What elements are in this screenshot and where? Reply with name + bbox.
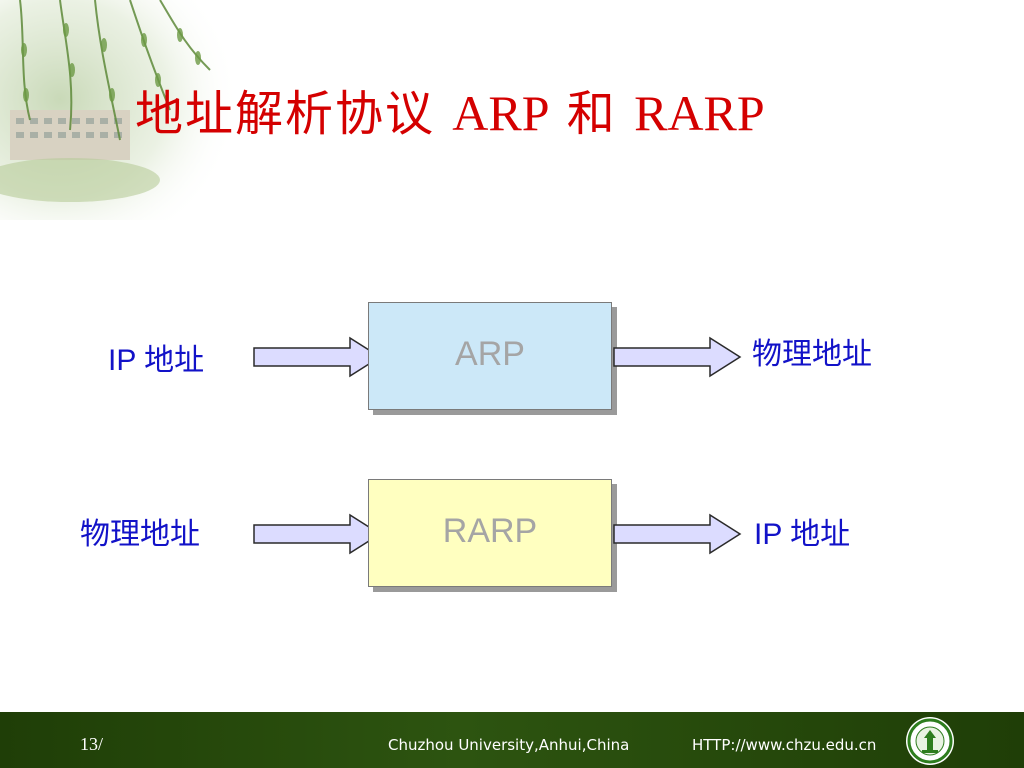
university-seal-icon — [906, 717, 954, 765]
rarp-process-box: RARP — [368, 479, 612, 587]
title-arp: ARP — [452, 85, 550, 141]
row1-output-arrow-icon — [613, 336, 742, 378]
row1-input-arrow-icon — [253, 336, 382, 378]
row2-output-label: IP 地址 — [754, 518, 851, 551]
row2-output-arrow-icon — [613, 513, 742, 555]
row2-input-label: 物理地址 — [80, 518, 200, 551]
title-conjunction: 和 — [549, 86, 635, 142]
title-cjk: 地址解析协议 — [135, 86, 453, 142]
row1-input-label: IP 地址 — [108, 344, 205, 377]
university-name: Chuzhou University,Anhui,China — [388, 736, 630, 754]
arp-process-box: ARP — [368, 302, 612, 410]
university-url[interactable]: HTTP://www.chzu.edu.cn — [692, 736, 877, 754]
footer-bar: 13/ Chuzhou University,Anhui,China HTTP:… — [0, 712, 1024, 768]
rarp-box-label: RARP — [442, 511, 538, 550]
arp-box-label: ARP — [455, 334, 525, 373]
title-rarp: RARP — [634, 85, 765, 141]
row1-output-label: 物理地址 — [752, 338, 872, 371]
decorative-campus-photo — [0, 0, 240, 220]
page-number: 13/ — [80, 734, 104, 754]
slide-title: 地址解析协议 ARP 和 RARP — [135, 78, 765, 148]
row2-input-arrow-icon — [253, 513, 382, 555]
